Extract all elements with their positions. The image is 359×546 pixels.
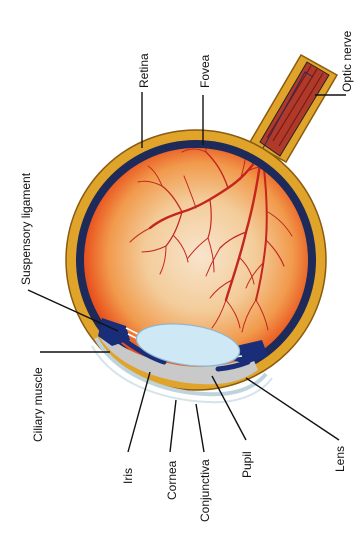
label-fovea: Fovea (198, 54, 212, 88)
label-conjunctiva: Conjunctiva (198, 459, 212, 522)
optic-nerve (250, 55, 337, 162)
lens-leader (246, 378, 339, 440)
label-pupil: Pupil (240, 451, 254, 478)
iris-leader (128, 372, 150, 452)
label-optic-nerve: Optic nerve (340, 30, 354, 92)
label-retina: Retina (137, 53, 151, 88)
label-cornea: Cornea (165, 460, 179, 500)
label-ciliary-muscle: Ciliary muscle (31, 367, 45, 442)
cornea-leader (170, 400, 176, 452)
conjunctiva-leader (196, 404, 204, 452)
label-iris: Iris (121, 468, 135, 484)
label-lens: Lens (333, 446, 347, 472)
label-suspensory-ligament: Suspensory ligament (19, 172, 33, 285)
